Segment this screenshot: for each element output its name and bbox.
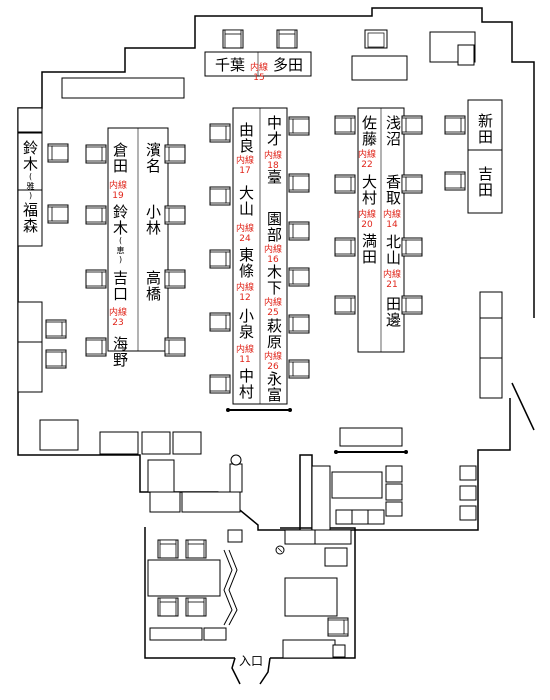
seat-hagiwara: 萩原 [265,318,283,350]
seat-kitayama: 北山 [384,234,402,266]
seat-tanabe: 田邊 [384,296,402,328]
room-label-yoshida: 吉田 [476,166,494,198]
seat-takahashi: 高橋 [144,270,162,302]
room-label-tada: 多田 [273,56,304,74]
seat-kinoshita: 木下 [265,264,283,296]
seat-omura: 大村 [360,174,378,206]
seat-oyama: 大山 [237,185,255,217]
seat-nakamura: 中村 [237,368,255,400]
seat-kurata: 倉田 [111,142,129,174]
room-label-fukumori: 福森 [21,202,39,234]
room-label-nitta: 新田 [476,113,494,145]
seat-nagatomi: 永富 [265,371,283,403]
room-label-suzuki-masa: 鈴木(雅) [21,140,39,201]
entrance-label: 入口 [239,654,264,668]
room-label-chiba: 千葉 [215,56,246,74]
seat-suzuki-megumi: 鈴木(恵) [111,204,129,265]
seat-hamana: 濱名 [144,142,162,174]
seat-kobayashi: 小林 [144,204,162,236]
seat-unno: 海野 [111,336,129,368]
seat-yoshiguchi: 吉口 [111,270,129,302]
seat-mitsuda: 満田 [360,233,378,265]
seat-nakasai: 中才 [265,115,283,147]
seat-sonobe: 園部 [265,211,283,243]
seat-utena: 臺 [265,169,283,185]
seat-asanuma: 浅沼 [384,115,402,147]
seat-katori: 香取 [384,174,402,206]
seat-sato: 佐藤 [360,115,378,147]
seat-tojo: 東條 [237,247,255,279]
seat-koizumi: 小泉 [237,308,255,340]
right-rooms [467,99,503,214]
seat-yura: 由良 [237,122,255,154]
